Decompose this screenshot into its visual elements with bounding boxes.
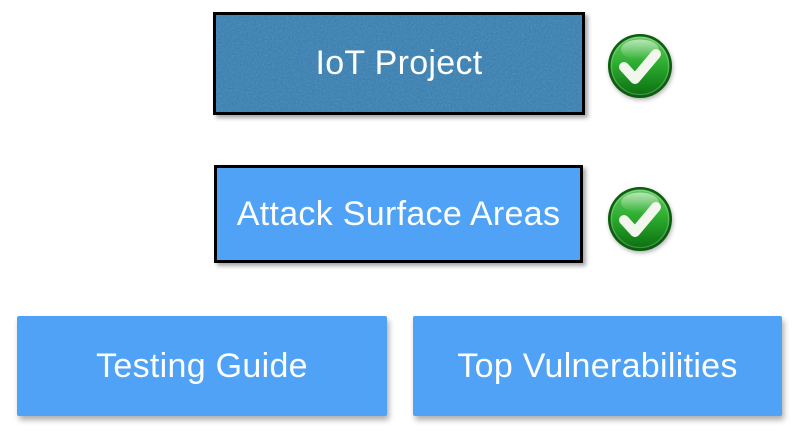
check-circle-icon <box>608 187 672 251</box>
node-label-attack-surface-areas: Attack Surface Areas <box>236 194 561 233</box>
node-iot-project[interactable]: IoT Project <box>213 12 585 115</box>
node-testing-guide[interactable]: Testing Guide <box>17 316 387 416</box>
node-label-testing-guide: Testing Guide <box>96 346 308 385</box>
node-label-top-vulnerabilities: Top Vulnerabilities <box>457 346 738 385</box>
check-circle-icon <box>608 34 672 98</box>
node-label-iot-project: IoT Project <box>315 44 483 82</box>
node-attack-surface-areas[interactable]: Attack Surface Areas <box>214 165 583 263</box>
node-top-vulnerabilities[interactable]: Top Vulnerabilities <box>413 316 782 416</box>
